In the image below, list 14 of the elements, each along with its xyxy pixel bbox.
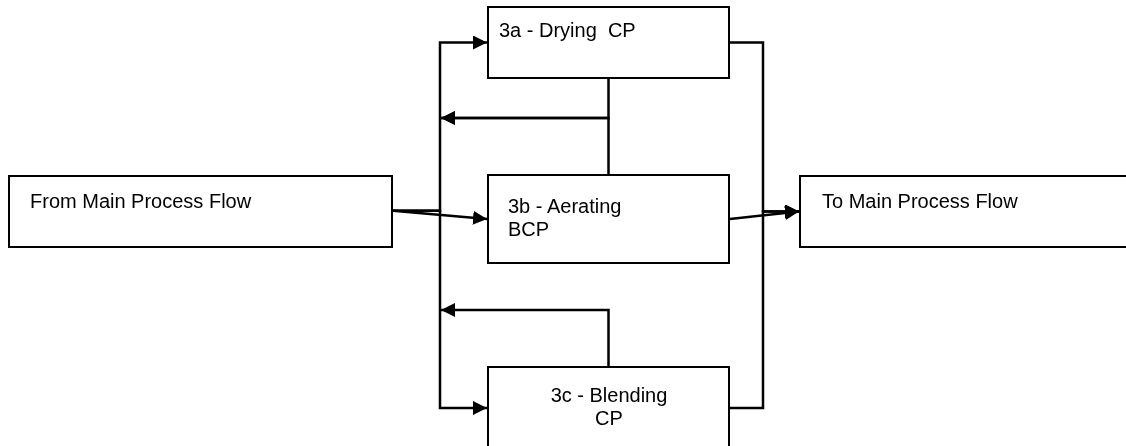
process-box	[799, 175, 1126, 248]
arrow	[393, 209, 487, 415]
box-label: 3a - Drying CP	[499, 19, 637, 42]
box-label: To Main Process Flow	[822, 190, 1019, 213]
arrow	[441, 303, 610, 366]
arrow	[730, 204, 799, 410]
box-label: 3b - Aerating BCP	[508, 195, 623, 241]
process-box	[487, 6, 730, 79]
process-box	[487, 366, 730, 446]
arrow	[441, 111, 610, 174]
box-label: From Main Process Flow	[30, 190, 253, 213]
process-box	[487, 174, 730, 264]
process-box	[8, 175, 393, 248]
box-label: 3c - Blending CP	[549, 384, 669, 430]
